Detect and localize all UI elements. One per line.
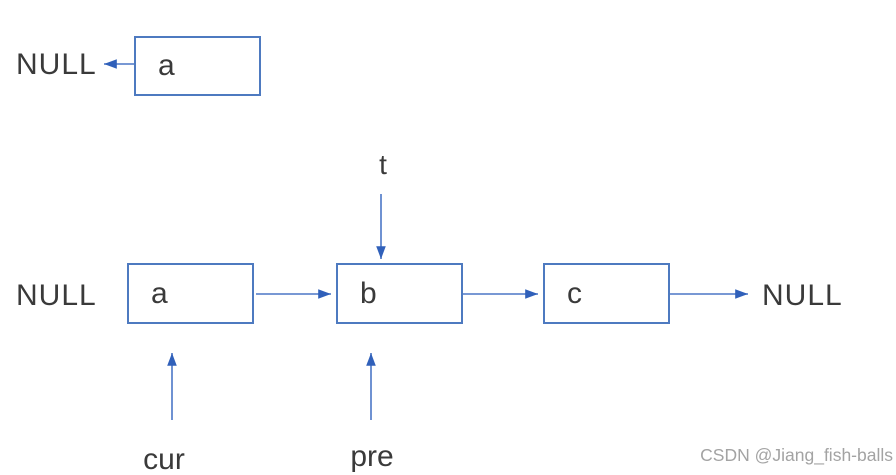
pointer-label-t: t — [379, 149, 387, 180]
node-label-c: c — [567, 276, 582, 310]
null-label-left: NULL — [16, 279, 97, 312]
pointer-label-cur: cur — [143, 443, 185, 475]
watermark: CSDN @Jiang_fish-balls — [700, 445, 893, 465]
node-box-c: c — [543, 263, 670, 324]
node-label-b: b — [360, 276, 377, 310]
node-box-b: b — [336, 263, 463, 324]
pointer-label-pre: pre — [350, 440, 394, 473]
node-box-a: a — [127, 263, 254, 324]
null-label-top: NULL — [16, 48, 97, 81]
null-label-right: NULL — [762, 279, 843, 312]
node-box-a-detached: a — [134, 36, 261, 96]
node-label-a-detached: a — [158, 49, 175, 82]
node-label-a: a — [151, 276, 168, 310]
